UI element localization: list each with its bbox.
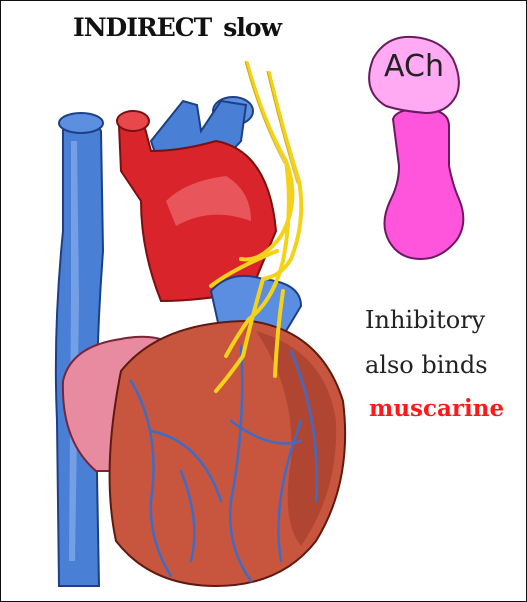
caption-also-binds: also binds: [365, 351, 488, 379]
caption-inhibitory: Inhibitory: [365, 306, 485, 334]
ach-label: ACh: [371, 49, 457, 84]
caption-muscarine: muscarine: [369, 395, 504, 422]
receptor-shape: [384, 109, 463, 259]
